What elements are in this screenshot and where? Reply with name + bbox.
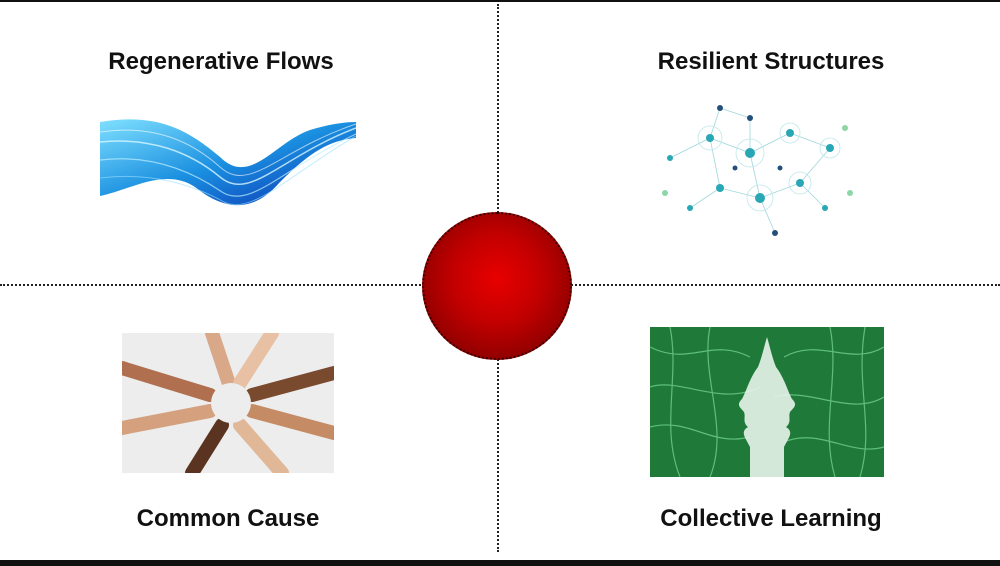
bottom-border (0, 560, 1000, 566)
top-border (0, 0, 1000, 2)
joined-fists-image (122, 333, 334, 473)
title-regenerative-flows: Regenerative Flows (108, 48, 334, 75)
two-heads-network-image (650, 327, 884, 477)
title-collective-learning: Collective Learning (660, 505, 882, 532)
title-resilient-structures: Resilient Structures (657, 48, 885, 75)
blue-wave-image (100, 119, 356, 206)
title-common-cause: Common Cause (136, 505, 320, 532)
center-circle-outline (422, 212, 572, 360)
network-nodes-image (662, 105, 853, 236)
